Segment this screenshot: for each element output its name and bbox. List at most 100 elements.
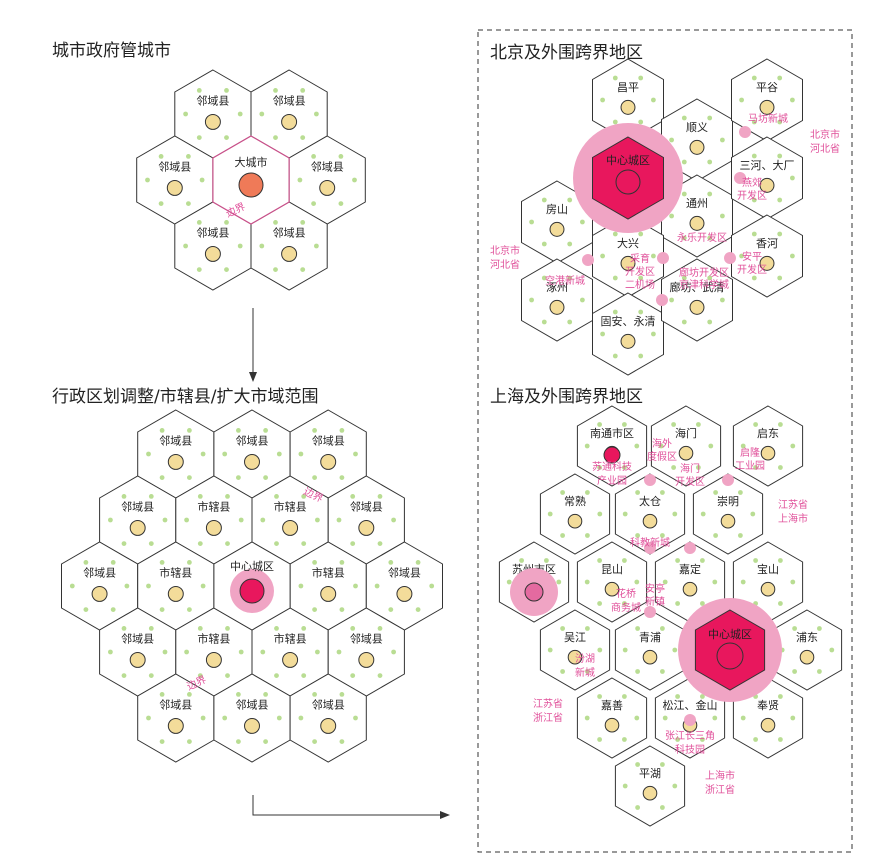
green-dot	[751, 153, 757, 159]
county-seat-dot	[281, 113, 298, 130]
county-seat-dot	[167, 585, 184, 602]
cell-label: 昆山	[601, 563, 623, 576]
green-dot	[146, 715, 151, 721]
green-dot	[635, 762, 640, 767]
green-dot	[612, 119, 618, 125]
green-dot	[541, 275, 547, 281]
green-dot	[622, 737, 627, 742]
green-dot	[738, 490, 743, 495]
green-dot	[671, 422, 676, 427]
green-dot	[339, 428, 345, 433]
county-seat-dot	[320, 453, 337, 470]
green-dot	[560, 490, 565, 495]
green-dot	[184, 649, 190, 655]
cell-label: 海门	[675, 426, 697, 440]
green-dot	[707, 159, 713, 165]
green-dot	[259, 243, 265, 249]
green-dot	[259, 111, 265, 117]
green-dot	[658, 443, 664, 449]
neighbor-county-cell: 邻域县	[174, 201, 252, 291]
city-county-cell: 市辖县	[137, 541, 215, 631]
green-dot	[600, 331, 605, 337]
green-dot	[638, 309, 644, 315]
green-dot	[597, 647, 603, 653]
title-panel-2: 行政区划调整/市辖县/扩大市域范围	[52, 387, 318, 407]
green-dot	[720, 297, 725, 303]
green-dot	[778, 737, 783, 742]
green-dot	[675, 694, 680, 699]
green-dot	[110, 560, 116, 565]
green-dot	[778, 465, 783, 470]
green-dot	[817, 626, 822, 631]
county-seat-dot	[358, 519, 375, 536]
green-dot	[312, 560, 317, 565]
green-dot	[740, 579, 746, 585]
green-dot	[660, 490, 665, 495]
green-dot	[556, 579, 562, 585]
green-dot	[83, 560, 89, 565]
green-dot	[350, 673, 356, 678]
green-dot	[108, 649, 113, 655]
green-dot	[753, 737, 758, 742]
annotation-devzone: 开发区	[737, 189, 767, 202]
green-dot	[338, 154, 344, 159]
annotation-fenhu: 汾湖	[575, 653, 595, 665]
green-dot	[391, 649, 396, 655]
panel-4-shanghai-grid: 南通市区海门启东常熟太仓崇明苏州市区昆山嘉定宝山吴江青浦浦东嘉善松江、金山奉贤平…	[498, 405, 843, 827]
green-dot	[585, 626, 590, 631]
green-dot	[707, 191, 713, 197]
neighbor-county-cell: 邻域县	[174, 69, 252, 159]
cell-label: 大兴	[617, 236, 639, 250]
green-dot	[415, 607, 421, 612]
green-dot	[597, 601, 602, 606]
core-ring	[716, 642, 744, 670]
subcenter-dot	[657, 252, 669, 264]
green-dot	[336, 517, 342, 523]
subcenter-dot	[684, 714, 696, 726]
county-seat-dot	[91, 585, 108, 602]
green-dot	[740, 715, 746, 721]
nantong-dot	[603, 446, 621, 464]
green-dot	[600, 97, 605, 103]
green-dot	[584, 443, 590, 449]
green-dot	[224, 267, 229, 272]
annotation-zhejiang: 浙江省	[533, 711, 563, 724]
green-dot	[273, 267, 278, 272]
county-seat-dot	[759, 99, 775, 115]
green-dot	[700, 737, 705, 742]
green-dot	[388, 560, 394, 565]
central-district-cell: 中心城区	[213, 541, 291, 631]
green-dot	[506, 579, 512, 585]
subcenter-dot	[582, 254, 594, 266]
green-dot	[597, 422, 602, 427]
green-dot	[199, 177, 205, 183]
county-seat-dot	[689, 215, 705, 231]
green-dot	[314, 111, 319, 117]
green-dot	[580, 297, 585, 303]
green-dot	[638, 353, 644, 359]
green-dot	[196, 267, 202, 272]
green-dot	[274, 626, 279, 631]
green-dot	[339, 739, 345, 744]
green-dot	[353, 583, 358, 589]
county-seat-dot	[678, 445, 694, 461]
green-dot	[597, 465, 602, 470]
green-dot	[612, 231, 618, 237]
green-dot	[708, 443, 714, 449]
region-cell: 嘉善	[576, 677, 648, 759]
green-dot	[777, 231, 783, 237]
green-dot	[237, 243, 243, 249]
annotation-devzone: 开发区	[737, 263, 767, 276]
county-seat-dot	[320, 717, 337, 734]
green-dot	[817, 669, 822, 674]
green-dot	[777, 119, 783, 125]
region-cell: 宝山	[732, 541, 804, 623]
county-seat-dot	[282, 651, 299, 668]
county-seat-dot	[549, 221, 565, 237]
county-seat-dot	[689, 299, 705, 315]
green-dot	[777, 75, 783, 81]
cell-label: 南通市区	[590, 426, 634, 440]
title-panel-1: 城市政府管城市	[52, 41, 171, 61]
county-seat-dot	[358, 651, 375, 668]
green-dot	[312, 739, 317, 744]
